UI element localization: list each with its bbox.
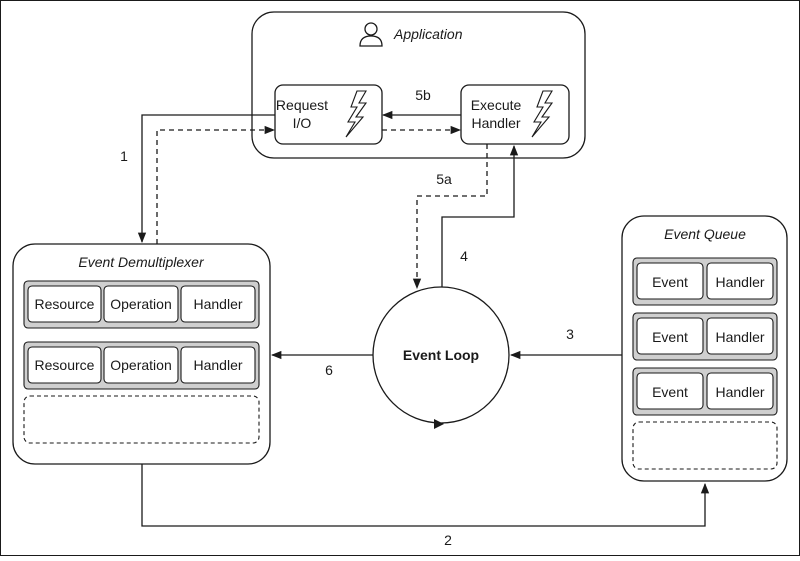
queue-cell-event-text: Event bbox=[652, 329, 688, 345]
edge-label-6: 6 bbox=[325, 362, 333, 378]
event-loop-direction-arrowhead bbox=[434, 419, 444, 429]
request-io-box bbox=[274, 84, 383, 145]
queue-cell-handler bbox=[706, 317, 774, 355]
request-io-label-line1: Request bbox=[276, 97, 328, 113]
demux-cell-operation-text: Operation bbox=[110, 357, 171, 373]
queue-cell-handler-text: Handler bbox=[715, 329, 764, 345]
queue-cell-handler-text: Handler bbox=[715, 274, 764, 290]
demux-empty-slot bbox=[23, 395, 260, 444]
demux-cell-resource bbox=[27, 285, 102, 323]
edge-1-dashed bbox=[156, 125, 276, 244]
demux-cell-resource-text: Resource bbox=[35, 357, 95, 373]
lightning-icon bbox=[345, 90, 368, 138]
queue-cell-event-text: Event bbox=[652, 384, 688, 400]
demux-cell-operation bbox=[103, 285, 179, 323]
queue-empty-slot bbox=[632, 421, 778, 470]
event-loop-label: Event Loop bbox=[403, 347, 479, 363]
lightning-icon bbox=[531, 90, 554, 138]
queue-cell-handler-text: Handler bbox=[715, 384, 764, 400]
queue-cell-event bbox=[636, 262, 704, 300]
edge-label-5a: 5a bbox=[436, 171, 452, 187]
demux-cell-operation-text: Operation bbox=[110, 296, 171, 312]
demux-cell-handler bbox=[180, 285, 256, 323]
demux-cell-resource bbox=[27, 346, 102, 384]
queue-cell-event-text: Event bbox=[652, 274, 688, 290]
queue-cell-handler bbox=[706, 262, 774, 300]
edge-label-4: 4 bbox=[460, 248, 468, 264]
demux-cell-handler-text: Handler bbox=[193, 357, 242, 373]
edge-5a-dashed bbox=[412, 144, 488, 290]
queue-cell-event bbox=[636, 372, 704, 410]
execute-handler-label-line1: Execute bbox=[471, 97, 522, 113]
queue-cell-event bbox=[636, 317, 704, 355]
queue-cell-handler bbox=[706, 372, 774, 410]
demux-cell-resource-text: Resource bbox=[35, 296, 95, 312]
demux-cell-handler bbox=[180, 346, 256, 384]
edge-label-2: 2 bbox=[444, 532, 452, 548]
edge-label-3: 3 bbox=[566, 326, 574, 342]
user-icon bbox=[359, 22, 383, 47]
edge-2 bbox=[141, 464, 710, 527]
edge-label-1: 1 bbox=[120, 148, 128, 164]
event-demultiplexer-title: Event Demultiplexer bbox=[78, 254, 205, 270]
request-io-label-line2: I/O bbox=[293, 115, 312, 131]
execute-handler-label-line2: Handler bbox=[471, 115, 520, 131]
demux-cell-handler-text: Handler bbox=[193, 296, 242, 312]
edge-1-solid bbox=[137, 114, 275, 244]
edge-label-5b: 5b bbox=[415, 87, 431, 103]
application-title: Application bbox=[393, 26, 463, 42]
event-queue-title: Event Queue bbox=[664, 226, 746, 242]
edge-4-solid bbox=[441, 144, 519, 288]
demux-cell-operation bbox=[103, 346, 179, 384]
